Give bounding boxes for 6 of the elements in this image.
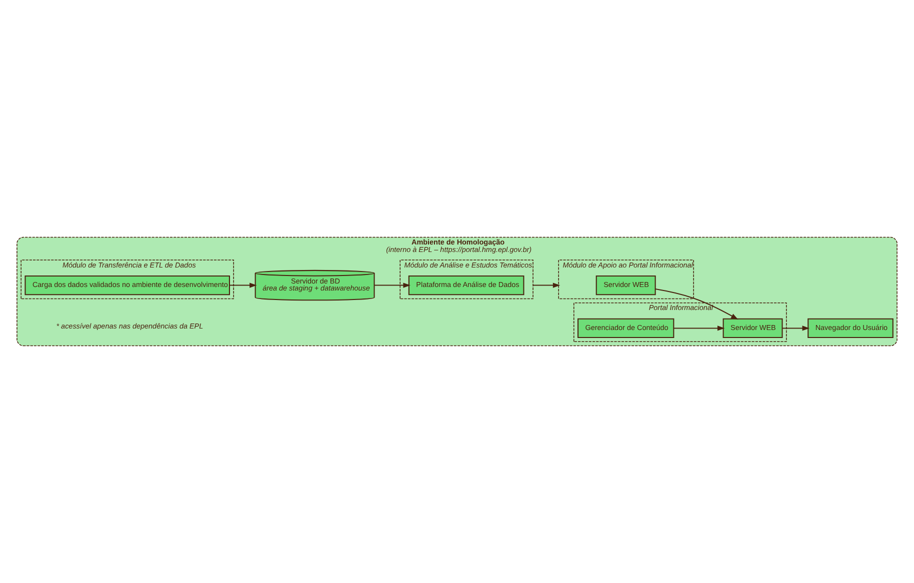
arrow: [533, 282, 560, 288]
arrow: [782, 326, 810, 331]
arrow: [655, 288, 738, 320]
arrow: [674, 326, 725, 331]
arrow: [374, 282, 410, 288]
arrow: [230, 282, 257, 288]
